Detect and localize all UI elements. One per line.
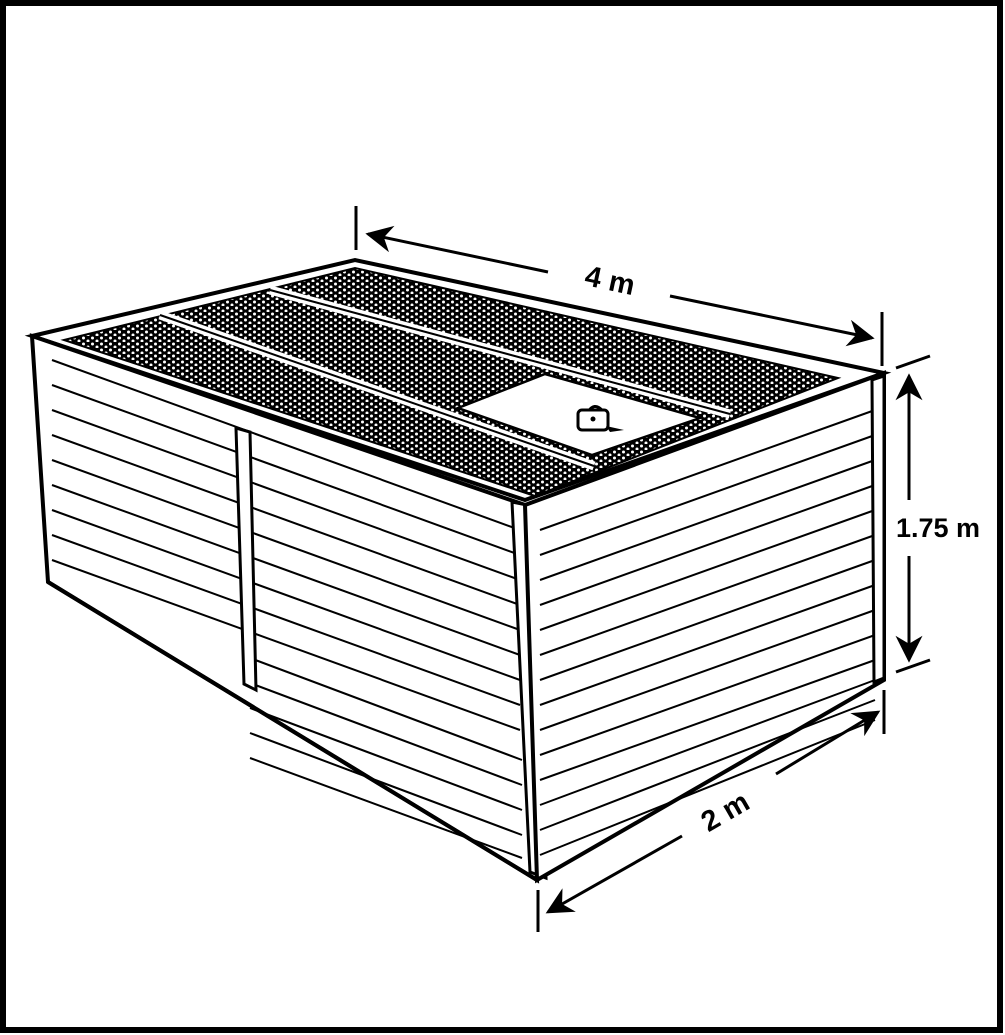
long-side-slats [51,359,523,859]
short-side-face [522,370,886,884]
padlock-icon [576,405,624,432]
label-height: 1.75 m [896,513,980,543]
top-face [24,257,892,503]
short-side-slats [539,409,876,856]
dimension-height: 1.75 m [895,354,980,674]
